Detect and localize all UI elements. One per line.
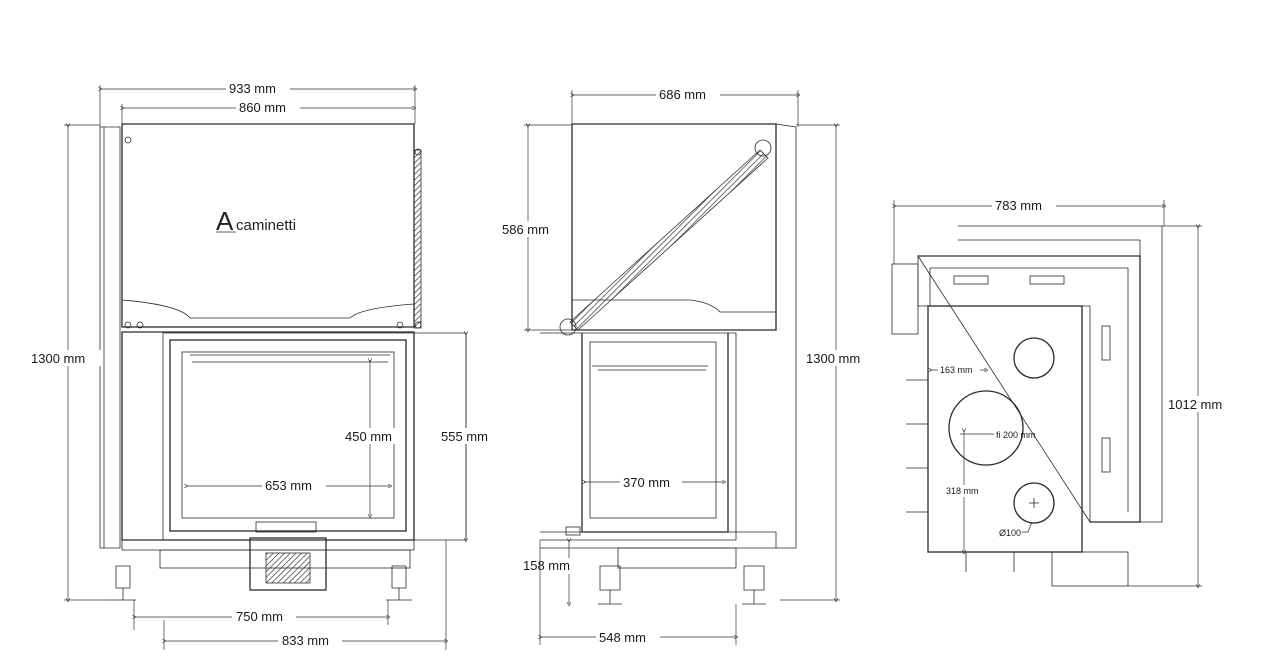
top-flue-diameter: fi 200 mm: [996, 430, 1036, 440]
side-bottom-depth: 548 mm: [599, 630, 646, 645]
side-view: [540, 123, 797, 605]
side-inner-width: 370 mm: [623, 475, 670, 490]
top-dimensions: 783 mm 1012 mm 163 mm fi 200 mm 318 mm Ø…: [894, 197, 1246, 586]
front-glass-height: 450 mm: [345, 429, 392, 444]
front-dimensions: 933 mm 860 mm 1300 mm 450 mm 555 mm 653 …: [28, 80, 508, 650]
top-offset-y: 318 mm: [946, 486, 979, 496]
front-glass-width: 653 mm: [265, 478, 312, 493]
brand-logo-letter: A: [216, 206, 234, 236]
side-depth-top: 686 mm: [659, 87, 706, 102]
brand-logo-text: caminetti: [236, 217, 296, 234]
side-height: 1300 mm: [806, 351, 860, 366]
front-height: 1300 mm: [31, 351, 85, 366]
top-width: 783 mm: [995, 198, 1042, 213]
top-depth: 1012 mm: [1168, 397, 1222, 412]
side-dimensions: 686 mm 586 mm 1300 mm 370 mm 158 mm 548 …: [500, 87, 868, 645]
side-foot-height: 158 mm: [523, 558, 570, 573]
side-hood-height: 586 mm: [502, 222, 549, 237]
top-view: [891, 225, 1163, 587]
top-air-diameter: Ø100: [999, 528, 1021, 538]
front-width-outer: 933 mm: [229, 81, 276, 96]
front-door-height: 555 mm: [441, 429, 488, 444]
front-bottom-width: 833 mm: [282, 633, 329, 648]
front-view: A caminetti: [99, 123, 467, 601]
front-width-top: 860 mm: [239, 100, 286, 115]
front-base-width: 750 mm: [236, 609, 283, 624]
top-offset-x: 163 mm: [940, 365, 973, 375]
